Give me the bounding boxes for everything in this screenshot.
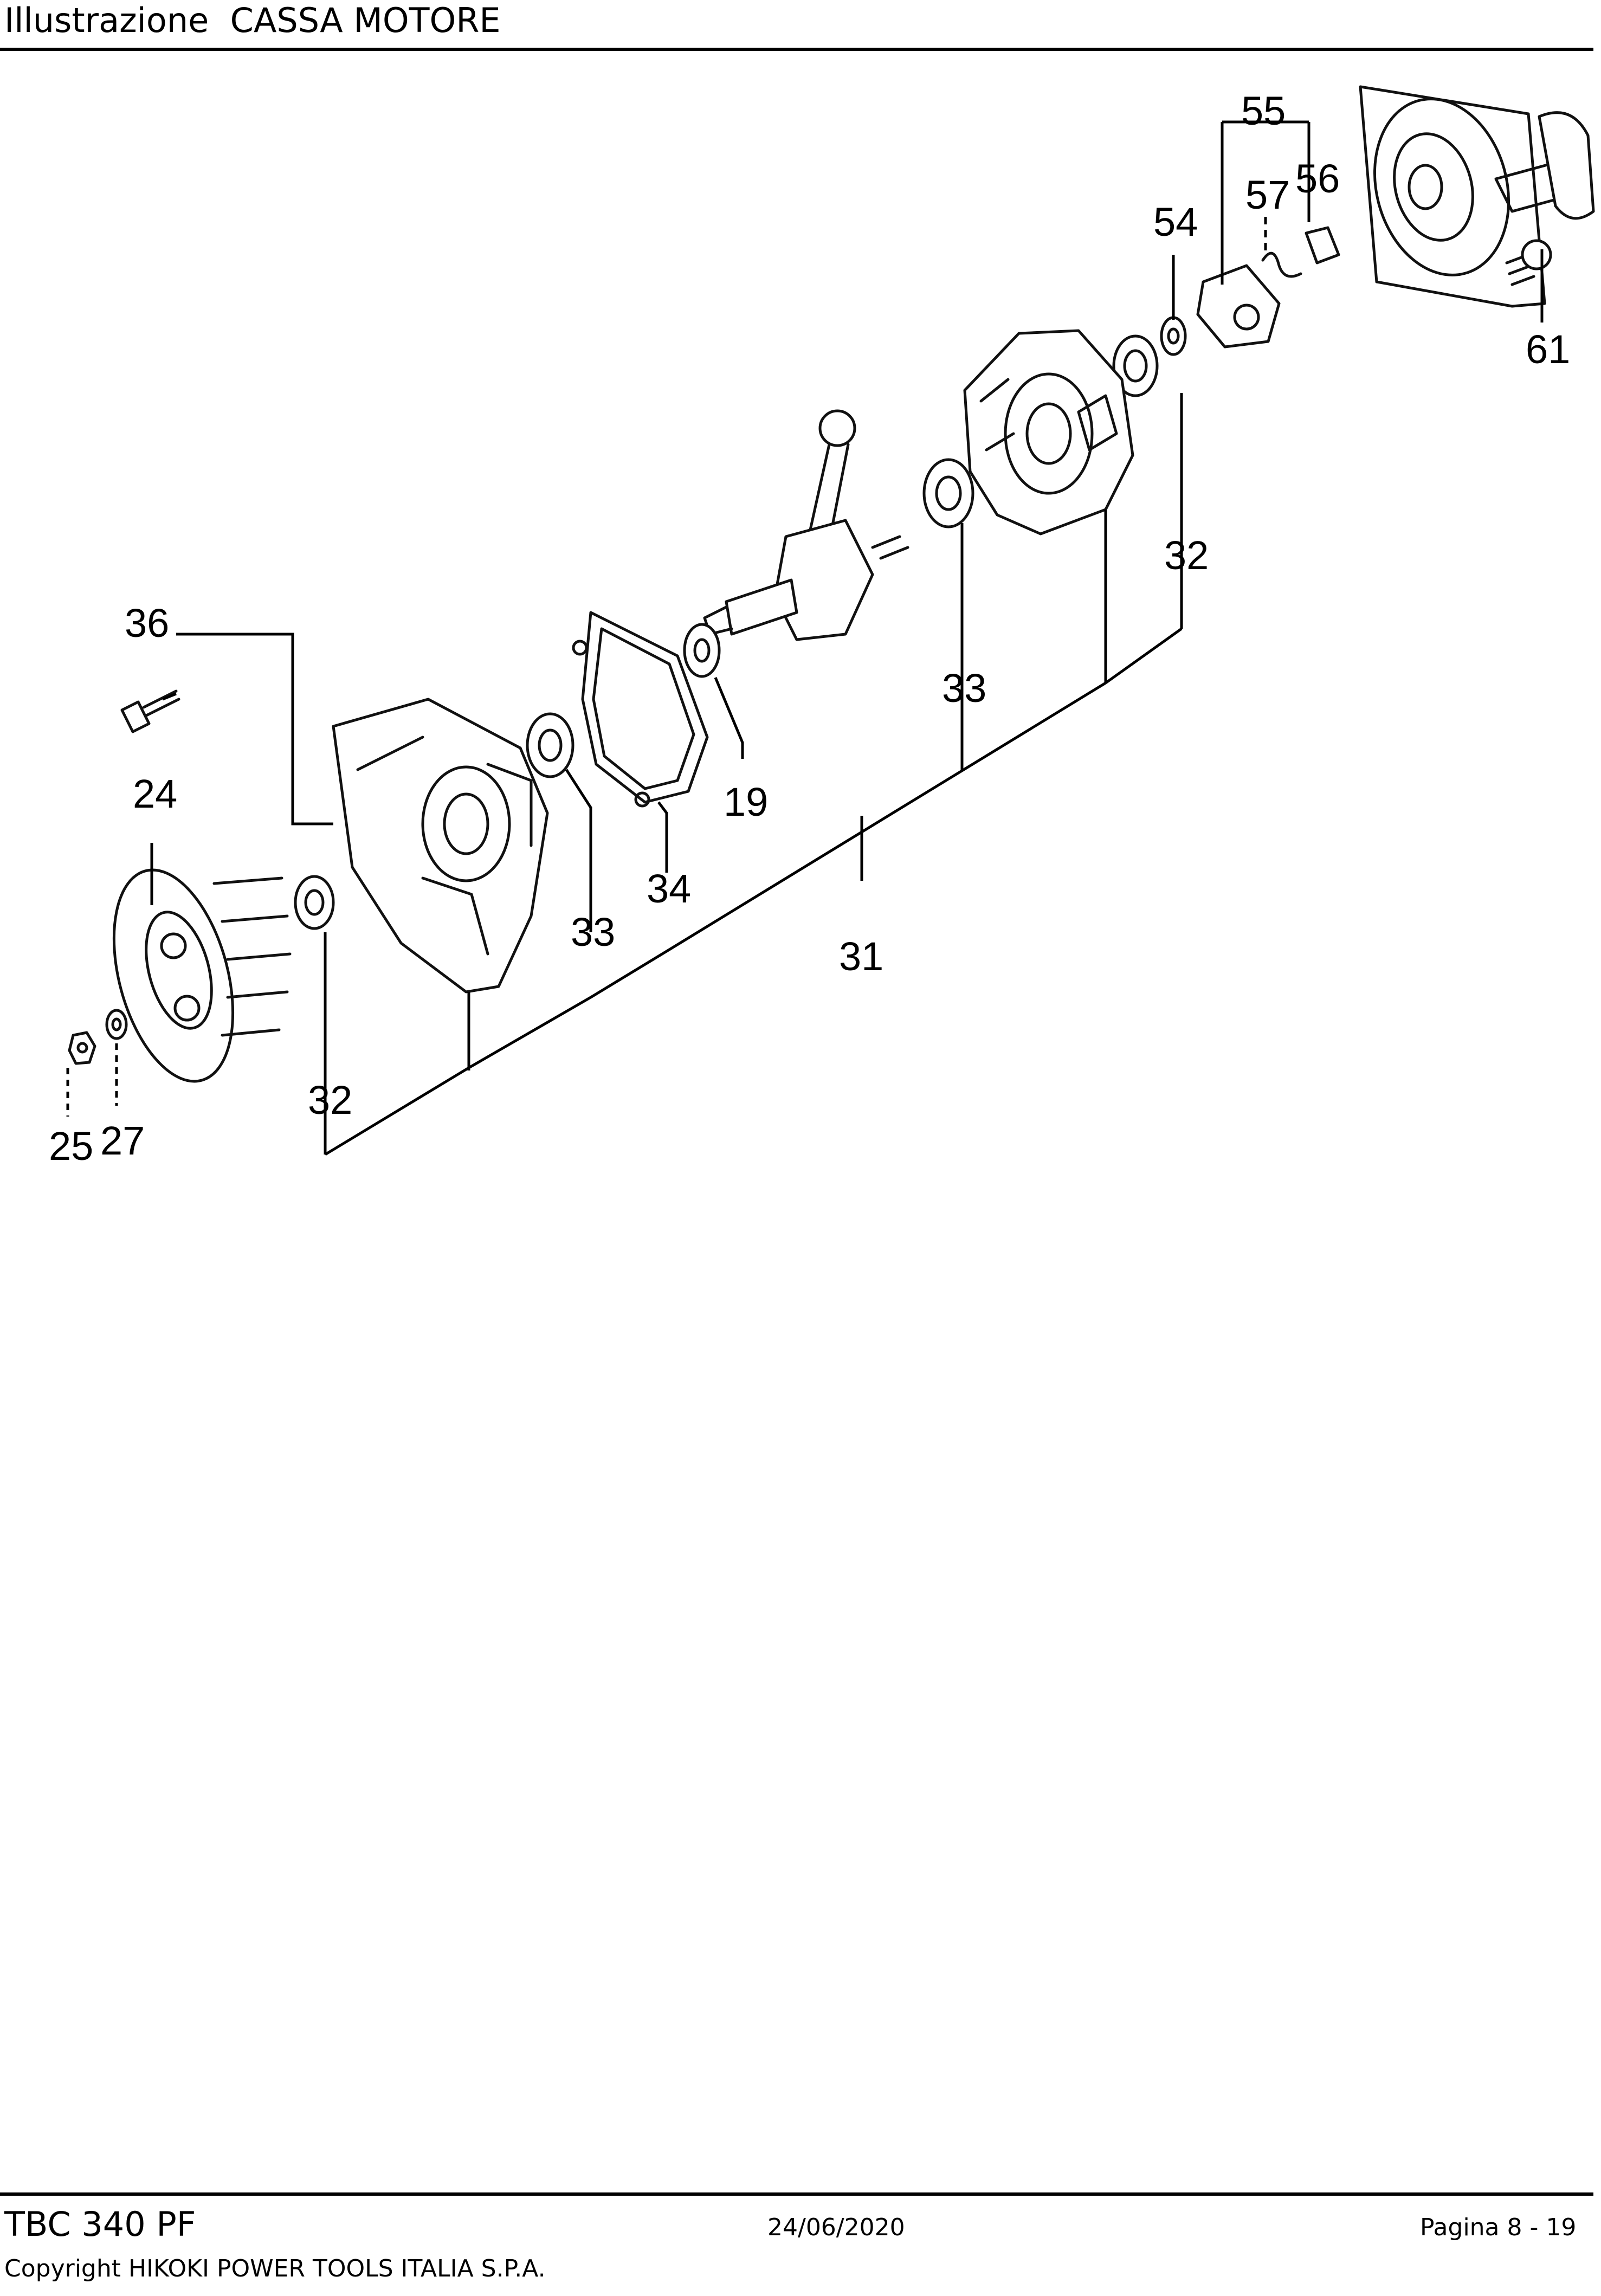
flywheel-24 xyxy=(112,868,292,1083)
header-divider xyxy=(0,48,1593,51)
leader-lines xyxy=(66,120,1544,1156)
model-name: TBC 340 PF xyxy=(4,2204,196,2244)
callout-34: 34 xyxy=(647,866,691,911)
copyright-notice: Copyright HIKOKI POWER TOOLS ITALIA S.P.… xyxy=(4,2255,546,2282)
bearing-33-left xyxy=(526,712,574,778)
callout-19: 19 xyxy=(724,779,768,824)
bearing-33-right xyxy=(922,458,974,528)
washer-27 xyxy=(105,1009,128,1040)
crankcase-right-half xyxy=(963,329,1134,536)
callout-31: 31 xyxy=(839,934,883,979)
document-date: 24/06/2020 xyxy=(767,2214,905,2241)
nut-25 xyxy=(68,1031,96,1065)
callout-24: 24 xyxy=(133,771,177,816)
callout-32-right: 32 xyxy=(1164,533,1209,578)
starter-housing xyxy=(1359,85,1595,308)
bearing-32-left xyxy=(294,875,335,930)
callout-36: 36 xyxy=(125,601,169,646)
exploded-parts-diagram: 55 57 56 54 61 32 33 36 19 24 34 33 31 3… xyxy=(49,85,1595,1169)
screw-36 xyxy=(120,689,180,733)
page-number: Pagina 8 - 19 xyxy=(1420,2214,1577,2241)
callout-32-left: 32 xyxy=(308,1078,352,1123)
gasket-34 xyxy=(572,611,709,808)
callout-54: 54 xyxy=(1153,199,1198,244)
callout-56: 56 xyxy=(1295,156,1340,201)
callout-33-left: 33 xyxy=(571,910,615,954)
callout-55: 55 xyxy=(1241,88,1286,133)
callout-27: 27 xyxy=(100,1118,145,1163)
crankcase-left-half xyxy=(332,698,549,994)
callout-61: 61 xyxy=(1526,327,1570,372)
washer-54 xyxy=(1160,316,1187,356)
callout-57: 57 xyxy=(1245,172,1290,217)
ignition-switch-assembly xyxy=(1196,226,1340,349)
page-title: Illustrazione CASSA MOTORE xyxy=(4,1,501,40)
bearing-32-right xyxy=(1112,334,1159,397)
washer-19 xyxy=(683,623,721,678)
callout-33-right: 33 xyxy=(942,666,986,711)
callout-25: 25 xyxy=(49,1124,93,1169)
screw-61 xyxy=(1505,239,1552,286)
crankshaft-assembly xyxy=(703,409,909,641)
footer-divider xyxy=(0,2192,1593,2196)
